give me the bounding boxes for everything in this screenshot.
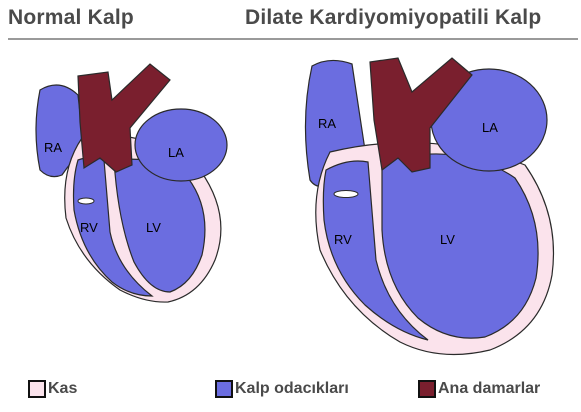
legend-label-chambers: Kalp odacıkları: [235, 380, 349, 398]
dilated-label-ra: RA: [318, 116, 336, 131]
legend-swatch-muscle: [28, 380, 46, 398]
dilated-valve: [334, 191, 358, 198]
dilated-label-lv: LV: [440, 232, 455, 247]
normal-label-lv: LV: [146, 220, 161, 235]
dilated-label-rv: RV: [334, 232, 352, 247]
legend-item-vessels: Ana damarlar: [418, 378, 540, 400]
dilated-heart: RA LA RV LV: [305, 58, 553, 355]
legend-label-vessels: Ana damarlar: [438, 380, 540, 398]
legend-item-chambers: Kalp odacıkları: [215, 378, 349, 400]
legend-swatch-chambers: [215, 380, 233, 398]
legend-label-muscle: Kas: [48, 380, 77, 398]
legend-swatch-vessels: [418, 380, 436, 398]
normal-valve: [78, 198, 94, 204]
normal-label-rv: RV: [80, 220, 98, 235]
normal-heart: RA LA RV LV: [36, 64, 227, 302]
legend-item-muscle: Kas: [28, 378, 77, 400]
dilated-label-la: LA: [482, 120, 498, 135]
normal-label-la: LA: [168, 145, 184, 160]
normal-label-ra: RA: [44, 140, 62, 155]
